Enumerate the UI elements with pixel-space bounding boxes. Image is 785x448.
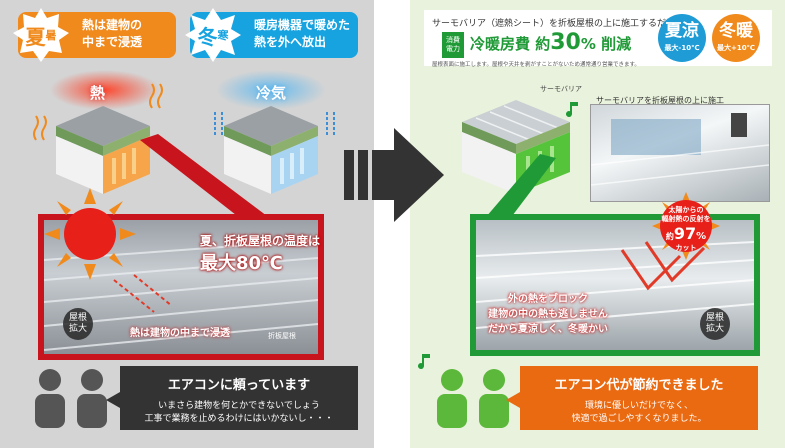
callout-after: エアコン代が節約できました 環境に優しいだけでなく、 快適で過ごしやすくなりまし… xyxy=(506,366,758,430)
callout-line: 環境に優しいだけでなく、 xyxy=(584,401,693,411)
callout-before: エアコンに頼っています いまさら建物を何とかできないでしょう 工事で業務を止める… xyxy=(106,366,358,430)
summer-kanji: 夏暑 xyxy=(25,24,57,49)
winter-badge-text: 暖房機器で暖めた熱を外へ放出 xyxy=(254,18,351,49)
header-intro: サーモバリア（遮熱シート）を折板屋根の上に施工するだけで、 xyxy=(432,19,693,29)
roof-temperature: 夏、折板屋根の温度は 最大80℃ xyxy=(200,234,321,274)
burst-shape-icon xyxy=(13,8,69,62)
inside-heat-text: 熱は建物の中まで浸透 xyxy=(130,328,230,339)
zoom-tag-right: 屋根拡大 xyxy=(700,308,730,340)
winter-badge: 冬寒 暖房機器で暖めた熱を外へ放出 xyxy=(185,8,358,62)
music-note-icon xyxy=(566,102,578,118)
winter-warm-badge: 冬暖最大+10℃ xyxy=(712,14,760,62)
heat-glow-icon xyxy=(50,70,160,110)
music-note-icon xyxy=(418,354,430,370)
people-green-icon xyxy=(437,369,509,428)
folded-roof-label: 折板屋根 xyxy=(268,332,296,340)
reflection-rate: 太陽からの 輻射熱の反射を 約97% カット xyxy=(661,206,711,252)
photo-roof-icon xyxy=(590,113,770,186)
transition-arrow-icon xyxy=(344,128,444,222)
callout-title: エアコンに頼っています xyxy=(167,378,311,393)
snowflake-shape-icon xyxy=(185,8,241,62)
barrier-benefit-text: 外の熱をブロック 建物の中の熱も逃しません だから夏涼しく、冬暖かい xyxy=(488,294,608,335)
construction-photo xyxy=(590,104,770,202)
cold-wave-icon xyxy=(214,112,223,136)
summer-badge: 夏暑 熱は建物の中まで浸透 xyxy=(13,8,176,62)
construction-label: サーモバリアを折板屋根の上に施工 xyxy=(596,96,724,105)
zoom-pointer-icon xyxy=(480,154,556,224)
power-tag: 消費電力 xyxy=(442,32,464,58)
cold-wave-icon xyxy=(326,112,335,136)
callout-title: エアコン代が節約できました xyxy=(554,378,724,393)
savings-headline: 冷暖房費 約30% 削減 xyxy=(470,30,632,55)
building-cold-icon xyxy=(224,106,318,194)
header-note: 屋根表面に施工します。屋根や天井を剥がすことがないため通常通り営業できます。 xyxy=(432,62,640,68)
cold-glow-icon xyxy=(216,70,326,110)
barrier-label: サーモバリア xyxy=(540,85,582,93)
people-gray-icon xyxy=(35,369,107,428)
summer-cool-badge: 夏涼最大-10℃ xyxy=(658,14,706,62)
heat-wave-icon xyxy=(33,115,47,141)
heat-label: 熱 xyxy=(90,84,106,102)
zoom-pointer-icon xyxy=(140,134,275,222)
cold-label: 冷気 xyxy=(256,84,287,102)
zoom-tag-left: 屋根拡大 xyxy=(63,308,93,340)
building-hot-icon xyxy=(56,106,150,194)
callout-line: いまさら建物を何とかできないでしょう xyxy=(158,401,320,411)
roof-ridges-icon xyxy=(476,241,754,329)
summer-badge-text: 熱は建物の中まで浸透 xyxy=(82,18,143,49)
callout-line: 工事で業務を止めるわけにはいかないし・・・ xyxy=(144,414,334,424)
heat-wave-icon xyxy=(149,83,163,109)
winter-kanji: 冬寒 xyxy=(197,24,229,49)
sun-icon xyxy=(44,188,136,280)
callout-line: 快適で過ごしやすくなりました。 xyxy=(571,414,707,424)
reflection-badge-icon xyxy=(652,192,720,260)
